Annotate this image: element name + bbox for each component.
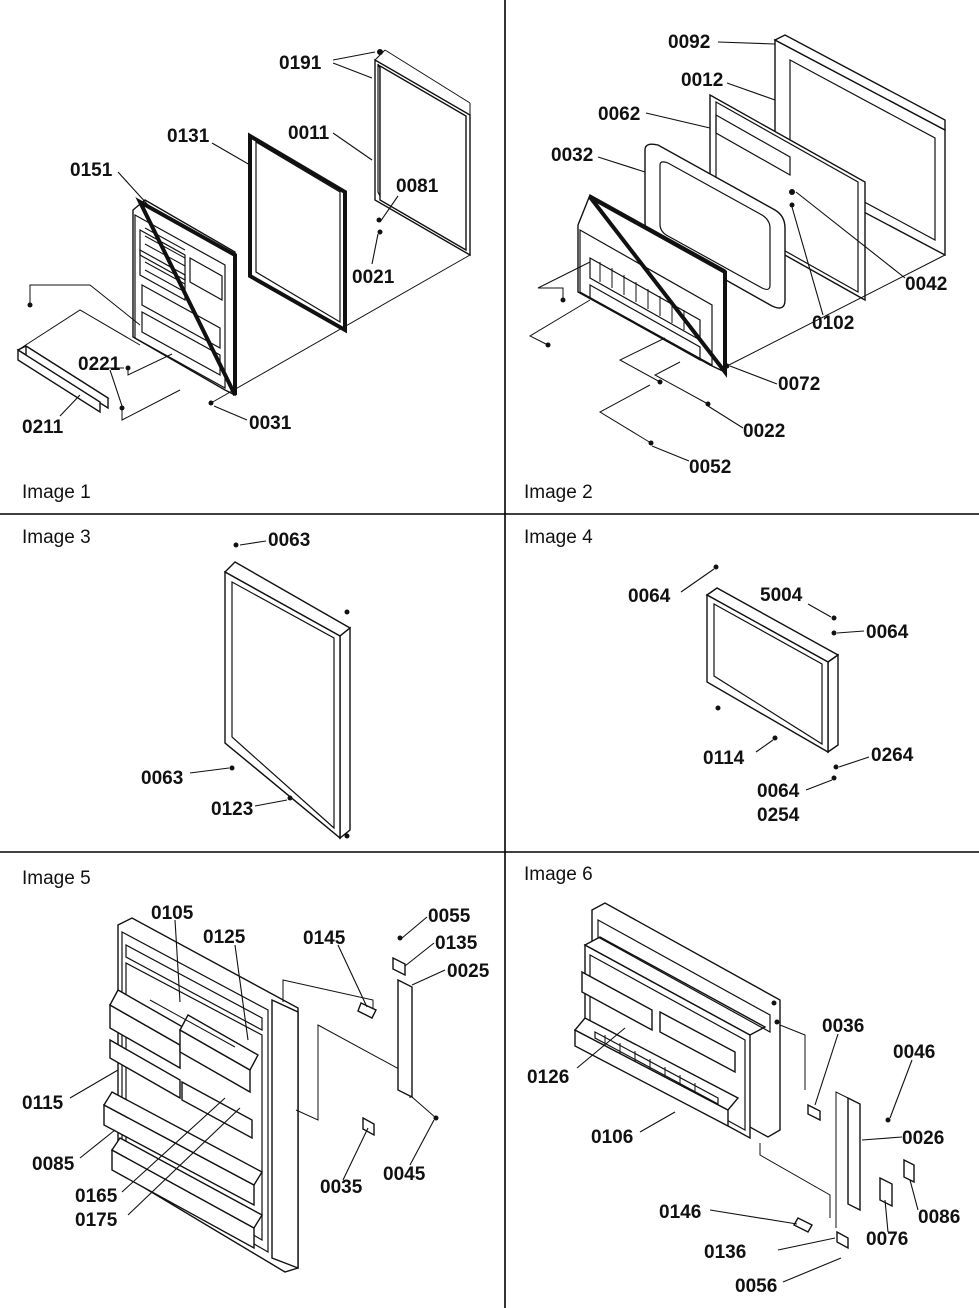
part-label-0125: 0125 (203, 927, 246, 948)
part-freezer-door-frame (705, 587, 840, 754)
part-label-0046: 0046 (893, 1042, 935, 1063)
part-label-0221: 0221 (78, 354, 121, 375)
part-label-0011: 0011 (288, 123, 330, 144)
part-label-0036: 0036 (822, 1016, 864, 1037)
part-label-0026: 0026 (902, 1128, 944, 1149)
part-label-0012: 0012 (681, 70, 723, 91)
part-label-0146: 0146 (659, 1202, 701, 1223)
panel-caption: Image 1 (22, 482, 91, 503)
part-label-0072: 0072 (778, 374, 820, 395)
part-label-0165: 0165 (75, 1186, 118, 1207)
part-label-0123: 0123 (211, 799, 253, 820)
part-shelf-bar (16, 344, 110, 414)
assembly-lines (17, 254, 471, 421)
part-label-0136: 0136 (704, 1242, 746, 1263)
part-door-gasket (248, 132, 347, 334)
leader-lines (59, 51, 399, 421)
panel-4: 0064 5004 0064 0114 0264 0064 0254 Image… (524, 527, 914, 826)
panel-caption: Image 4 (524, 527, 593, 548)
part-label-0052: 0052 (689, 457, 731, 478)
part-label-0063: 0063 (268, 530, 310, 551)
assembly-lines (528, 254, 946, 444)
part-door-liner (132, 197, 237, 397)
fasteners (229, 542, 350, 839)
part-label-0035: 0035 (320, 1177, 363, 1198)
part-label-0081: 0081 (396, 176, 439, 197)
panel-1: 0191 0131 0011 0151 0081 0021 0221 0211 … (16, 49, 471, 503)
part-label-0191: 0191 (279, 53, 322, 74)
leader-lines (680, 568, 870, 791)
part-label-0076: 0076 (866, 1229, 908, 1250)
part-label-0131: 0131 (167, 126, 210, 147)
part-label-0114: 0114 (703, 748, 745, 769)
part-label-0025: 0025 (447, 961, 490, 982)
panel-2: 0092 0012 0062 0032 0042 0102 0072 0022 … (524, 32, 947, 503)
leader-lines (576, 1027, 919, 1283)
part-label-0032: 0032 (551, 145, 593, 166)
panel-5: 0105 0125 0145 0055 0135 0025 0115 0085 … (22, 868, 490, 1273)
part-label-0063: 0063 (141, 768, 183, 789)
panel-6: 0036 0046 0126 0026 0106 0146 0076 0086 … (524, 864, 960, 1297)
part-freezer-wiring-harness (759, 1024, 915, 1250)
leader-lines (189, 540, 288, 807)
panel-3: 0063 0063 0123 Image 3 (22, 527, 352, 840)
leader-lines (597, 41, 906, 462)
panel-caption: Image 6 (524, 864, 593, 885)
part-label-0126: 0126 (527, 1067, 569, 1088)
leader-lines (69, 916, 446, 1216)
part-label-0105: 0105 (151, 903, 194, 924)
part-door-wiring-harness (282, 935, 439, 1137)
panel-caption: Image 3 (22, 527, 91, 548)
part-label-0254: 0254 (757, 805, 800, 826)
part-label-0031: 0031 (249, 413, 292, 434)
part-freezer-door-liner (573, 902, 781, 1140)
panel-caption: Image 5 (22, 868, 91, 889)
part-label-0022: 0022 (743, 421, 785, 442)
part-refrigerator-door-liner (103, 917, 299, 1273)
part-label-0102: 0102 (812, 313, 854, 334)
part-label-0264: 0264 (871, 745, 914, 766)
part-label-0064: 0064 (866, 622, 909, 643)
part-label-0055: 0055 (428, 906, 471, 927)
part-label-0064: 0064 (757, 781, 800, 802)
part-label-0211: 0211 (22, 417, 64, 438)
part-label-0151: 0151 (70, 160, 113, 181)
part-outer-freezer-panel (773, 34, 946, 257)
part-outer-door-panel (374, 49, 471, 257)
part-label-0056: 0056 (735, 1276, 777, 1297)
part-label-0045: 0045 (383, 1164, 426, 1185)
panel-caption: Image 2 (524, 482, 593, 503)
part-label-0175: 0175 (75, 1210, 118, 1231)
part-label-0064: 0064 (628, 586, 671, 607)
part-label-0106: 0106 (591, 1127, 633, 1148)
fasteners (713, 564, 839, 781)
part-label-5004: 5004 (760, 585, 803, 606)
part-label-0042: 0042 (905, 274, 947, 295)
part-label-0085: 0085 (32, 1154, 75, 1175)
part-label-0062: 0062 (598, 104, 640, 125)
part-label-0086: 0086 (918, 1207, 960, 1228)
part-label-0115: 0115 (22, 1093, 64, 1114)
part-freezer-liner (577, 194, 727, 378)
part-refrigerator-door-frame (223, 561, 352, 840)
part-label-0145: 0145 (303, 928, 346, 949)
part-label-0021: 0021 (352, 267, 395, 288)
part-label-0092: 0092 (668, 32, 710, 53)
part-label-0135: 0135 (435, 933, 478, 954)
